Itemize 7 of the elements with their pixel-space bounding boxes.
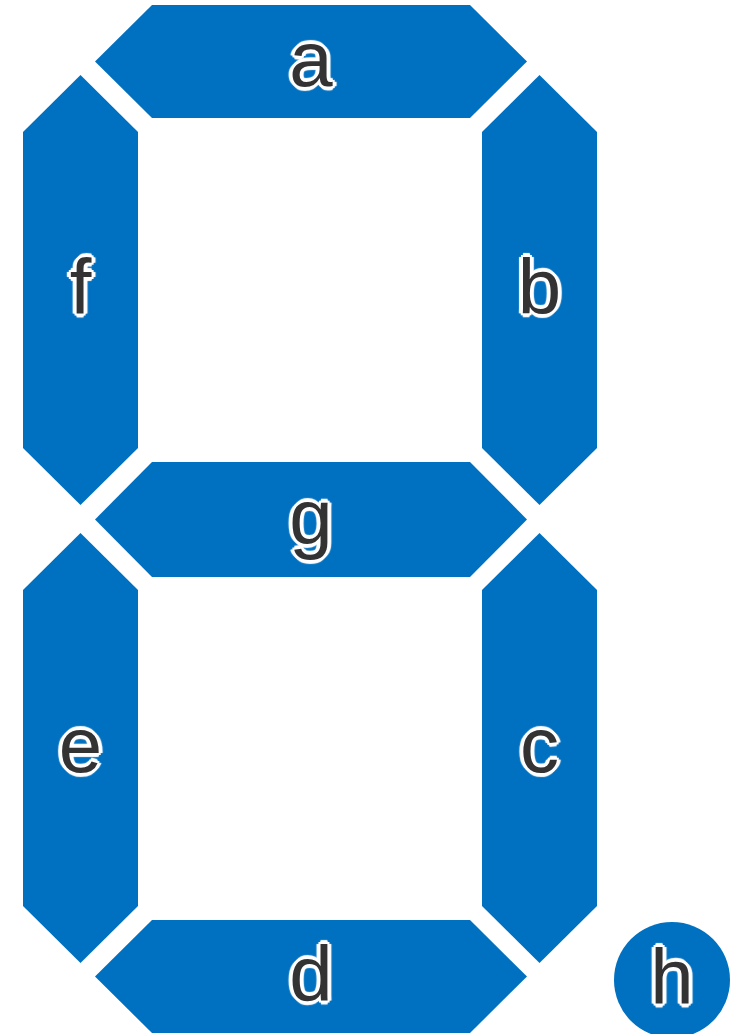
segment-letter: b xyxy=(517,247,562,326)
segment-letter: e xyxy=(58,705,103,784)
segment-letter: a xyxy=(289,19,333,98)
segment-letter: c xyxy=(520,705,559,784)
segment-letter: d xyxy=(289,934,333,1013)
segment-letter: f xyxy=(69,247,92,326)
segment-letter: h xyxy=(650,937,694,1016)
